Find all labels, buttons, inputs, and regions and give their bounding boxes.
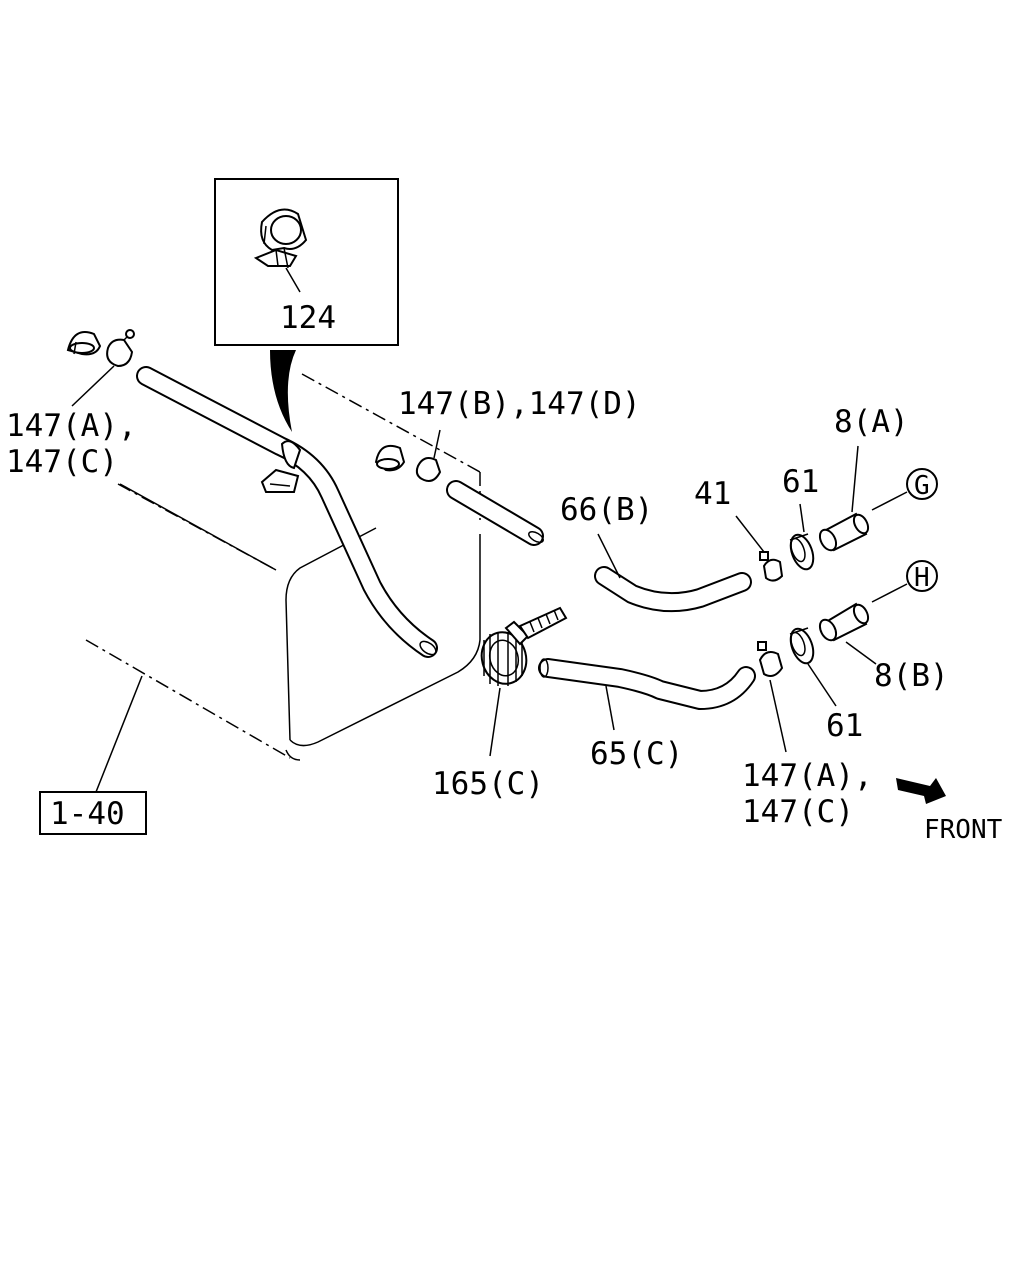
connector-h: H [871,560,938,603]
label-147b-147d: 147(B),147(D) [398,386,641,422]
label-66b: 66(B) [560,492,653,528]
leader-147-left [119,483,277,571]
leader-66b [597,533,621,579]
clip-147-top [374,429,442,482]
label-h: H [914,563,930,593]
label-8a: 8(A) [834,404,909,440]
label-61-bottom: 61 [826,708,863,744]
label-8b: 8(B) [874,658,949,694]
inset-detail-124: 124 [214,178,399,346]
label-147a-right: 147(A), [742,758,873,794]
short-pipe-top [446,480,544,546]
clamp-61-bottom [789,627,815,665]
reference-box-1-40: 1-40 [39,675,147,835]
label-41: 41 [694,476,731,512]
clip-147-left [66,329,135,407]
hose-65c [538,658,756,710]
label-147a-left: 147(A), [6,408,137,444]
clip-147-right [757,641,787,753]
band-clamp-165c [480,606,568,686]
pipe-8a [818,512,870,552]
hose-66b [594,566,752,613]
label-65c: 65(C) [590,736,683,772]
label-front: FRONT [924,815,1003,845]
label-147c-left: 147(C) [6,444,118,480]
clamp-61-top [789,533,815,571]
front-arrow-icon [896,778,946,804]
label-61-top: 61 [782,464,819,500]
inset-callout-wedge [270,350,296,432]
connector-g: G [871,468,938,511]
front-arrow [896,778,946,804]
label-124: 124 [280,300,336,336]
main-fuel-hose [136,366,438,658]
label-1-40: 1-40 [50,796,125,832]
label-165c: 165(C) [432,766,544,802]
label-g: G [914,471,930,501]
label-147c-right: 147(C) [742,794,854,830]
pipe-8b [818,602,870,642]
fuel-tank [85,373,481,761]
clip-41 [759,551,784,582]
